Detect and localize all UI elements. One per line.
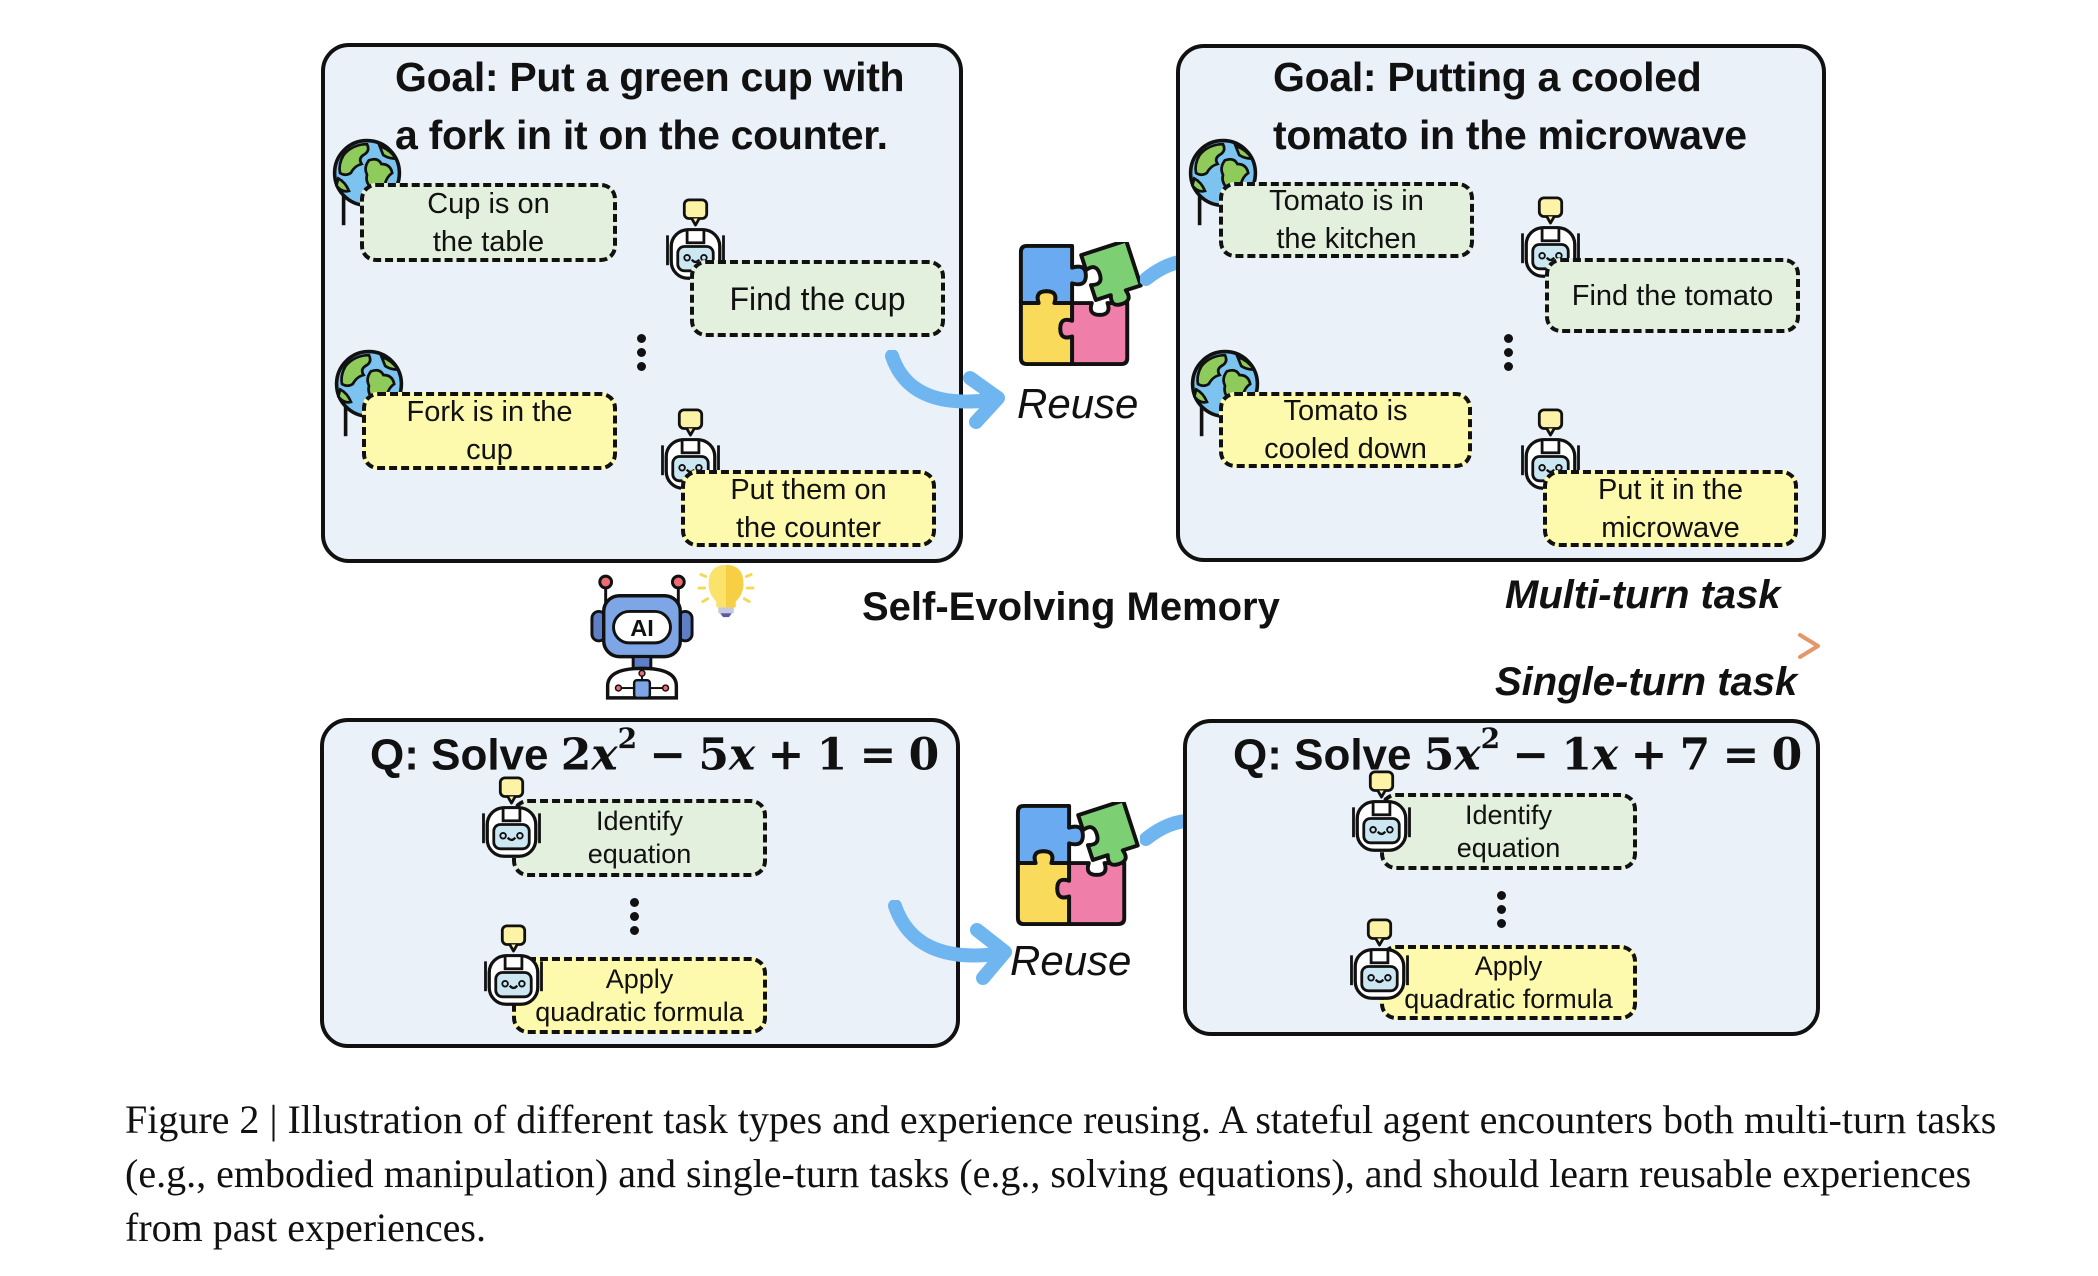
agent-robot-icon: [1342, 918, 1417, 1002]
step-text-line-2: equation: [1456, 832, 1561, 863]
step-text-line-2: quadratic formula: [1404, 983, 1613, 1014]
coef-a: 2: [560, 729, 592, 781]
coef-a: 5: [1423, 729, 1455, 781]
ai-robot-icon: [588, 572, 696, 700]
agent-action-box: Apply quadratic formula: [1380, 945, 1637, 1020]
equals-sign: =: [859, 729, 897, 781]
puzzle-icon: [1012, 802, 1140, 930]
exponent: 2: [1480, 722, 1501, 755]
env-observation-box: Fork is in the cup: [362, 392, 617, 470]
coef-c: 1: [816, 729, 848, 781]
equals-sign: =: [1722, 729, 1760, 781]
agent-action-box: Find the cup: [690, 260, 945, 337]
ellipsis-dots: [1497, 891, 1507, 933]
env-observation-box: Tomato is cooled down: [1219, 392, 1472, 468]
agent-robot-icon: [474, 776, 549, 860]
multi-turn-label: Multi-turn task: [1505, 573, 1781, 617]
reuse-label: Reuse: [1010, 937, 1132, 984]
reuse-arrow-in: [885, 350, 1005, 429]
operator: −: [649, 729, 687, 781]
env-observation-box: Cup is on the table: [360, 183, 617, 262]
agent-action-text: Put it in the microwave: [1597, 473, 1744, 544]
operator: −: [1512, 729, 1550, 781]
memory-axis-arrow: [330, 633, 1820, 659]
agent-robot-icon: [476, 924, 551, 1008]
reuse-label: Reuse: [1017, 380, 1139, 427]
agent-action-text: Find the cup: [729, 280, 906, 317]
coef-b: 1: [1561, 729, 1593, 781]
reuse-arrow-in: [888, 900, 1012, 985]
goal-line-1: Goal: Putting a cooled: [1273, 54, 1702, 100]
step-text-line-1: Identify: [595, 806, 684, 836]
target-question: Q: Solve 5x2 − 1x + 7 = 0: [1233, 722, 1803, 781]
env-observation-box: Tomato is in the kitchen: [1219, 182, 1474, 258]
agent-action-box: Put them on the counter: [681, 470, 936, 547]
single-turn-label: Single-turn task: [1495, 660, 1798, 704]
step-text-line-2: equation: [587, 839, 692, 869]
operator: +: [1630, 729, 1668, 781]
step-text-line-1: Apply: [605, 963, 674, 994]
ellipsis-dots: [630, 898, 640, 940]
puzzle-icon: [1015, 242, 1143, 370]
source-question: Q: Solve 2x2 − 5x + 1 = 0: [370, 722, 940, 781]
agent-action-box: Find the tomato: [1545, 258, 1800, 333]
variable: x: [591, 729, 618, 781]
env-observation-text: Fork is in the cup: [406, 396, 573, 466]
coef-c: 7: [1679, 729, 1711, 781]
rhs: 0: [908, 729, 940, 781]
operator: +: [767, 729, 805, 781]
agent-action-box: Apply quadratic formula: [512, 957, 767, 1034]
goal-line-1: Goal: Put a green cup with: [395, 54, 905, 100]
ellipsis-dots: [1504, 334, 1514, 376]
question-prefix: Q: Solve: [370, 730, 549, 780]
memory-axis-label: Self-Evolving Memory: [862, 585, 1280, 629]
variable: x: [1592, 729, 1619, 781]
figure-caption: Figure 2 | Illustration of different tas…: [125, 1093, 2055, 1255]
exponent: 2: [617, 722, 638, 755]
agent-action-box: Identify equation: [512, 799, 767, 877]
caption-label: Figure 2: [125, 1097, 260, 1142]
source-goal-title: Goal: Put a green cup with a fork in it …: [395, 48, 905, 164]
variable: x: [1454, 729, 1481, 781]
step-text-line-1: Identify: [1464, 799, 1553, 830]
agent-action-text: Find the tomato: [1571, 279, 1774, 312]
goal-line-2: a fork in it on the counter.: [395, 112, 888, 158]
goal-line-2: tomato in the microwave: [1273, 112, 1747, 158]
env-observation-text: Tomato is in the kitchen: [1269, 185, 1424, 255]
agent-action-box: Put it in the microwave: [1543, 470, 1798, 547]
env-observation-text: Cup is on the table: [427, 187, 550, 258]
caption-separator: |: [269, 1097, 278, 1142]
ellipsis-dots: [637, 334, 647, 376]
step-text-line-1: Apply: [1474, 950, 1543, 981]
agent-action-text: Put them on the counter: [730, 473, 887, 544]
agent-robot-icon: [1344, 770, 1419, 854]
env-observation-text: Tomato is cooled down: [1264, 395, 1427, 465]
caption-text: Illustration of different task types and…: [125, 1097, 1997, 1250]
lightbulb-icon: [697, 560, 755, 620]
variable: x: [729, 729, 756, 781]
coef-b: 5: [698, 729, 730, 781]
rhs: 0: [1771, 729, 1803, 781]
step-text-line-2: quadratic formula: [535, 996, 744, 1027]
target-goal-title: Goal: Putting a cooled tomato in the mic…: [1273, 48, 1747, 164]
agent-action-box: Identify equation: [1380, 793, 1637, 870]
